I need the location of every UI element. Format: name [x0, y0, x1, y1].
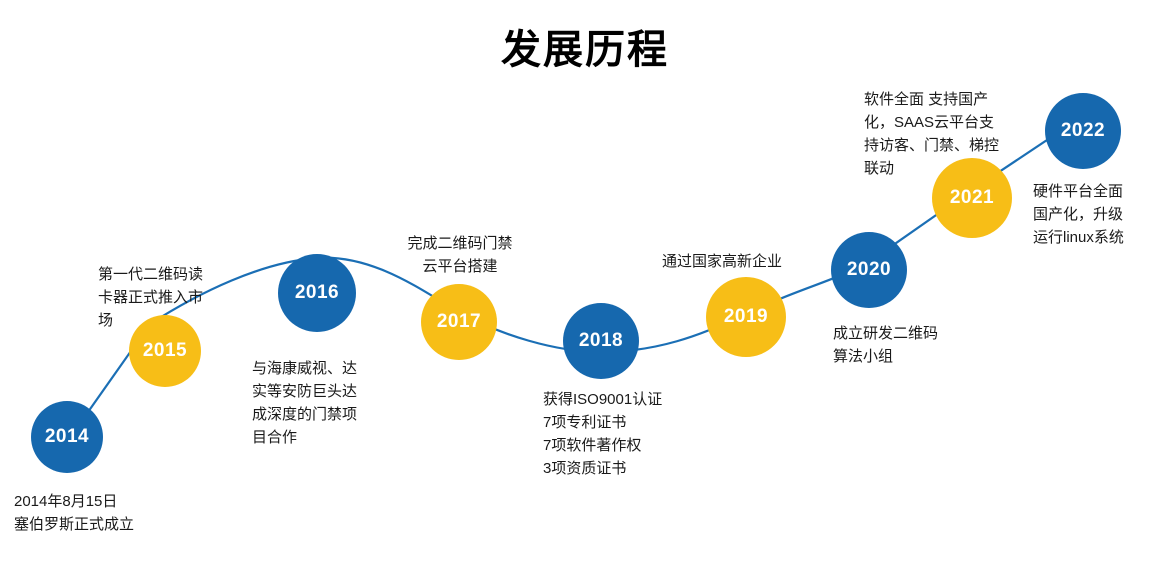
timeline-caption-2014: 2014年8月15日 塞伯罗斯正式成立 — [14, 493, 135, 533]
node-label-2022: 2022 — [1060, 120, 1106, 141]
timeline-node-2022[interactable]: 2022 — [1045, 93, 1121, 169]
timeline-node-2019[interactable]: 2019 — [706, 277, 786, 357]
node-label-2020: 2020 — [846, 259, 892, 280]
page-title: 发展历程 — [501, 28, 669, 72]
node-label-2015: 2015 — [142, 340, 188, 361]
timeline-caption-2016: 与海康威视、达 实等安防巨头达 成深度的门禁项 目合作 — [252, 360, 358, 446]
node-label-2016: 2016 — [294, 282, 340, 303]
timeline-caption-2021: 软件全面 支持国产 化，SAAS云平台支 持访客、门禁、梯控 联动 — [864, 91, 1000, 177]
timeline-caption-2020: 成立研发二维码 算法小组 — [833, 325, 939, 365]
timeline-node-2014[interactable]: 2014 — [31, 401, 103, 473]
node-label-2014: 2014 — [44, 426, 90, 447]
timeline-node-2018[interactable]: 2018 — [563, 303, 639, 379]
timeline-caption-2018: 获得ISO9001认证 7项专利证书 7项软件著作权 3项资质证书 — [543, 391, 663, 477]
node-label-2021: 2021 — [949, 187, 995, 208]
node-label-2017: 2017 — [436, 311, 482, 332]
timeline-caption-2022: 硬件平台全面 国产化，升级 运行linux系统 — [1033, 183, 1124, 246]
timeline-caption-2019: 通过国家高新企业 — [662, 253, 783, 270]
timeline-caption-2017: 完成二维码门禁 云平台搭建 — [407, 235, 513, 275]
node-label-2019: 2019 — [723, 306, 769, 327]
timeline-node-2021[interactable]: 2021 — [932, 158, 1012, 238]
node-label-2018: 2018 — [578, 330, 624, 351]
timeline-node-2017[interactable]: 2017 — [421, 284, 497, 360]
timeline-node-2016[interactable]: 2016 — [278, 254, 356, 332]
timeline-node-2020[interactable]: 2020 — [831, 232, 907, 308]
timeline-node-2015[interactable]: 2015 — [129, 315, 201, 387]
timeline-caption-2015: 第一代二维码读 卡器正式推入市 场 — [98, 266, 204, 329]
